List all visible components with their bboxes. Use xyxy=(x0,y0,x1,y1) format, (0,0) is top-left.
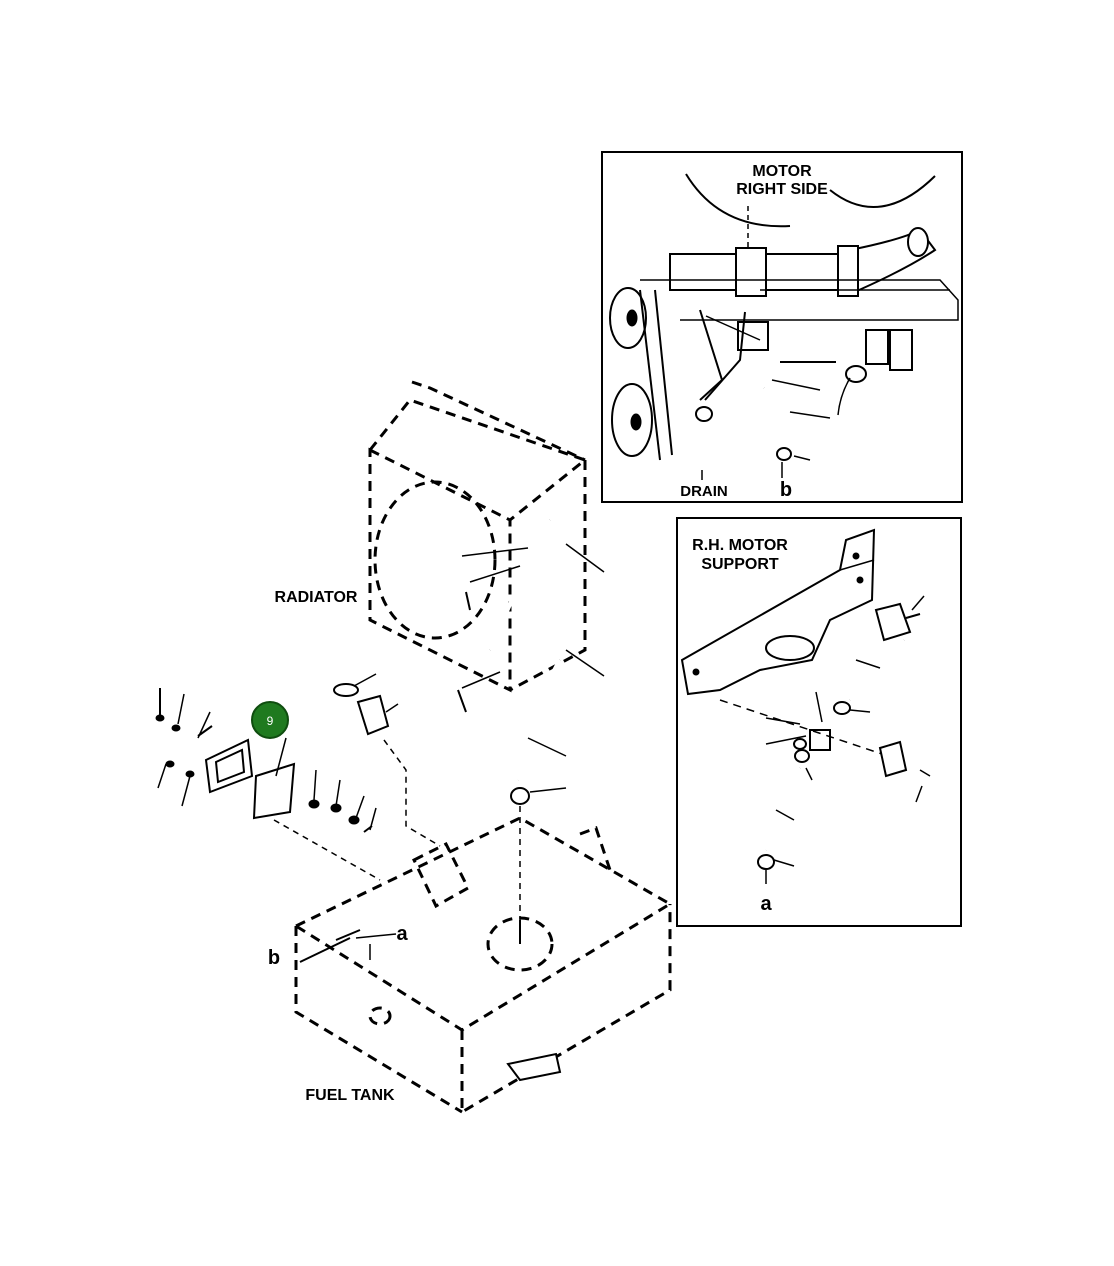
detail-a-label: a xyxy=(760,893,772,915)
fuel-tank-label: FUEL TANK xyxy=(305,1087,395,1104)
motor-right-side-inset xyxy=(601,151,963,503)
motor-right-side-label-line1: MOTOR xyxy=(752,163,812,180)
callout-number: 9 xyxy=(267,714,274,728)
drain-label: DRAIN xyxy=(680,483,728,500)
motor-right-side-label-line2: RIGHT SIDE xyxy=(736,181,828,198)
callout-marker[interactable]: 9 xyxy=(251,701,289,739)
rh-motor-support-label-line1: R.H. MOTOR xyxy=(692,537,788,554)
tank-b-label: b xyxy=(268,947,280,969)
radiator-assembly xyxy=(368,380,605,920)
rh-motor-support-label-line2: SUPPORT xyxy=(701,556,779,573)
filter-assembly-parts xyxy=(155,673,441,881)
fuel-tank xyxy=(292,816,673,1115)
rh-motor-support-inset xyxy=(676,517,962,927)
radiator-label: RADIATOR xyxy=(275,589,358,606)
callout-circle[interactable] xyxy=(251,701,289,739)
tank-a-label: a xyxy=(396,923,408,945)
detail-b-label: b xyxy=(780,479,792,501)
